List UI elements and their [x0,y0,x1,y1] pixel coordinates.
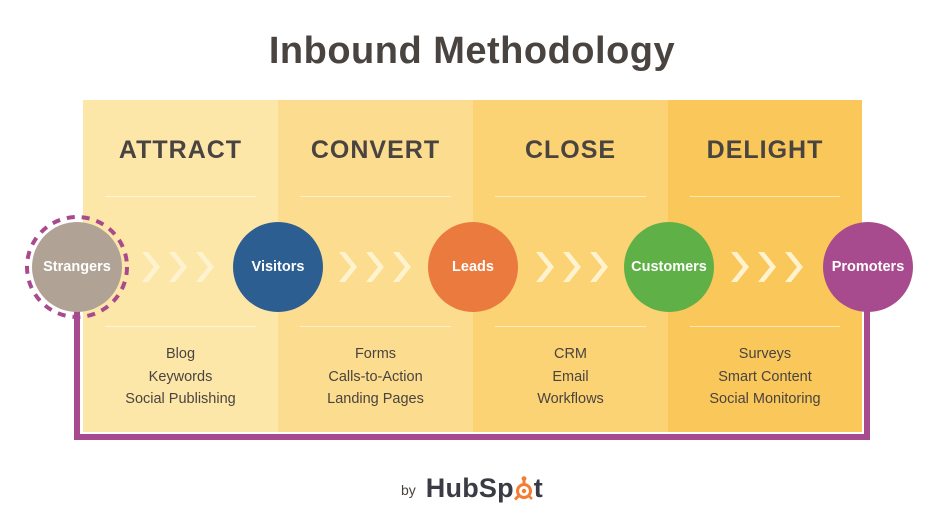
stage-item: Blog [165,346,196,362]
stage-item: Keywords [148,368,213,385]
stage-divider [495,326,646,327]
node-customers: Customers [624,222,714,312]
stage-divider [300,326,451,327]
stage-item: Email [552,368,589,385]
brand-text: HubSp [425,472,514,503]
stage-divider [105,196,256,197]
node-strangers: Strangers [32,222,122,312]
stage-items: CRM Email Workflows [473,343,668,411]
sprocket-icon [513,476,533,501]
stage-title: ATTRACT [118,136,243,164]
chevron-right-icon [563,252,581,282]
feedback-loop-line [74,290,870,440]
stage-items: Blog Keywords Social Publishing [83,343,278,411]
chevron-right-icon [366,252,384,282]
stage-divider [690,326,840,327]
stage-title: CLOSE [524,136,617,164]
stage-divider [690,196,840,197]
chevron-right-icon [196,252,214,282]
stage-divider [300,196,451,197]
node-leads: Leads [428,222,518,312]
dashed-ring-icon [25,215,129,319]
stage-item: Landing Pages [327,391,424,407]
chevron-right-icon [169,252,187,282]
stage-item: Calls-to-Action [328,368,423,385]
chevron-right-icon [393,252,411,282]
chevron-right-icon [590,252,608,282]
chevron-right-icon [785,252,803,282]
chevron-right-icon [536,252,554,282]
stage-items: Surveys Smart Content Social Monitoring [668,343,862,411]
chevron-right-icon [731,252,749,282]
stage-divider [105,326,256,327]
stage-divider [495,196,646,197]
node-promoters: Promoters [823,222,913,312]
footer-by: by [401,482,416,498]
hubspot-logo: HubSp t [426,473,543,504]
footer: by HubSp t [0,470,944,506]
stage-title: DELIGHT [706,136,824,164]
stage-item: CRM [553,346,588,362]
chevron-right-icon [758,252,776,282]
brand-text-suffix: t [533,472,543,503]
stage-title: CONVERT [310,136,441,164]
stage-item: Social Monitoring [709,391,821,407]
stage-item: Workflows [537,391,604,407]
node-visitors: Visitors [233,222,323,312]
stage-item: Social Publishing [125,391,236,407]
stage-items: Forms Calls-to-Action Landing Pages [278,343,473,411]
chevron-right-icon [339,252,357,282]
chevron-right-icon [142,252,160,282]
stage-item: Smart Content [718,368,812,385]
stage-item: Surveys [738,346,792,362]
diagram-title: Inbound Methodology [268,30,676,72]
stage-item: Forms [354,346,397,362]
